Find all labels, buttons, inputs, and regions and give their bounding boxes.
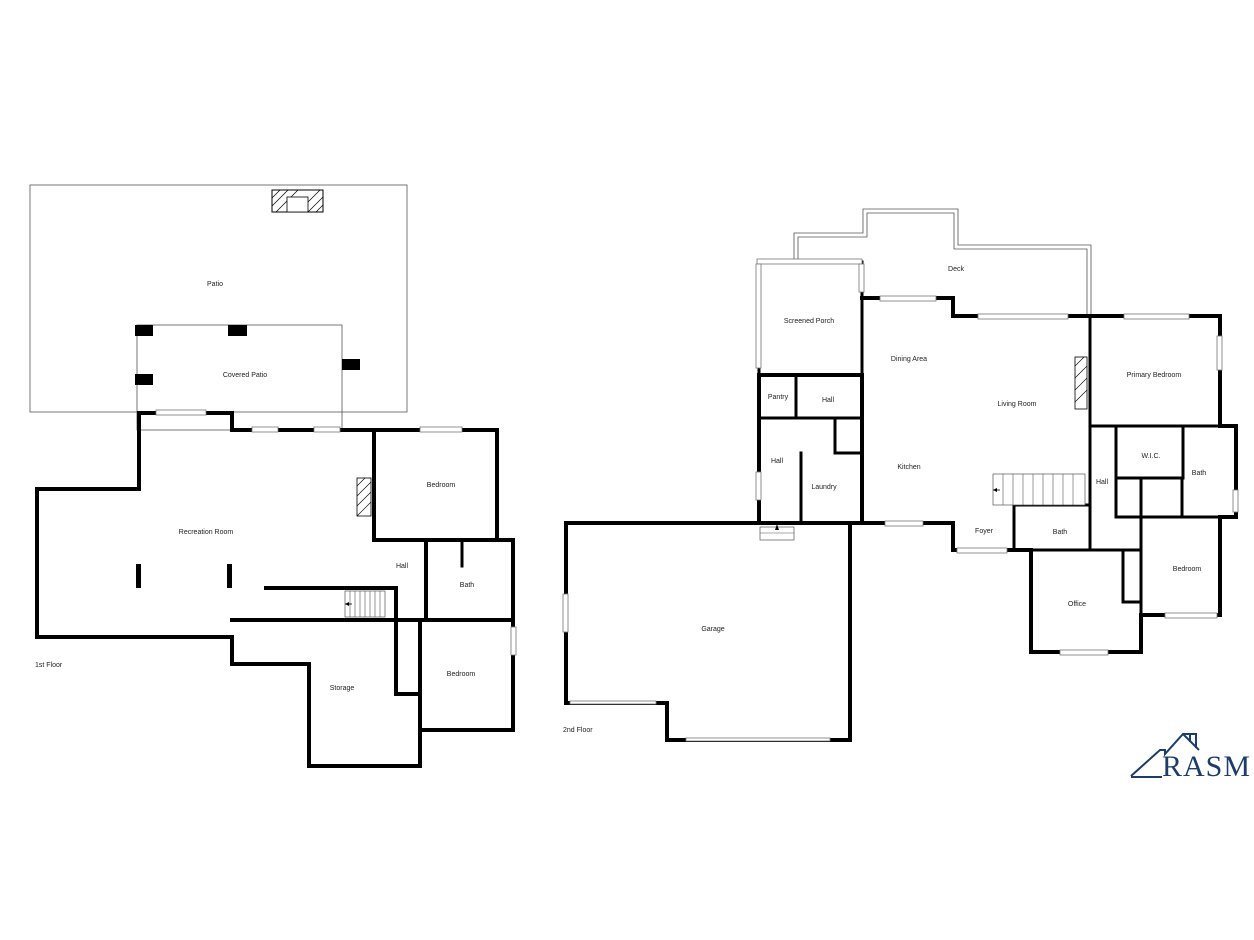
rasm-logo: RASM — [1130, 732, 1251, 783]
room-label-patio: Patio — [207, 281, 223, 288]
window — [313, 426, 341, 433]
entry-steps-icon — [759, 524, 795, 541]
column-post — [135, 325, 153, 336]
column-post — [135, 374, 153, 385]
room-label-bedroom: Bedroom — [427, 482, 456, 489]
window — [884, 520, 924, 527]
support-post — [136, 564, 141, 588]
room-label-foyer: Foyer — [975, 528, 994, 535]
first-floor-interior-wall — [230, 428, 515, 732]
fireplace-icon — [356, 477, 372, 517]
room-label-hall: Hall — [771, 458, 784, 465]
room-label-kitchen: Kitchen — [897, 464, 920, 471]
fire-pit-icon — [271, 189, 324, 213]
window — [755, 471, 762, 501]
window — [1216, 335, 1223, 371]
window — [858, 263, 865, 293]
first-floor-plan: Patio Covered Patio Recreation Room Bedr… — [29, 184, 517, 768]
stairs-icon — [992, 473, 1086, 506]
house-roof-icon — [1130, 732, 1200, 777]
room-label-bath: Bath — [1192, 470, 1207, 477]
window — [510, 626, 517, 656]
window — [251, 426, 279, 433]
room-label-bedroom: Bedroom — [1173, 566, 1202, 573]
window — [562, 593, 569, 633]
first-floor-exterior-wall — [35, 411, 515, 768]
room-label-bedroom: Bedroom — [447, 671, 476, 678]
support-post — [227, 564, 232, 588]
window — [1123, 313, 1190, 320]
room-label-covered-patio: Covered Patio — [223, 372, 267, 379]
window — [419, 426, 463, 433]
window — [879, 295, 937, 302]
room-label-pantry: Pantry — [768, 394, 789, 401]
room-label-deck: Deck — [948, 266, 964, 273]
room-label-laundry: Laundry — [811, 484, 837, 491]
room-label-primary-bedroom: Primary Bedroom — [1127, 372, 1182, 379]
deck-outline — [793, 208, 1092, 318]
logo-text: RASM — [1162, 750, 1251, 783]
garage-wall — [564, 521, 864, 742]
room-label-bath: Bath — [1053, 529, 1068, 536]
window — [956, 547, 1008, 554]
room-label-hall: Hall — [822, 397, 835, 404]
room-label-living-room: Living Room — [998, 401, 1037, 408]
room-label-hall: Hall — [1096, 479, 1109, 486]
room-label-recreation-room: Recreation Room — [179, 529, 234, 536]
fireplace-icon — [1074, 356, 1088, 410]
patio-outline — [29, 184, 408, 413]
room-label-wic: W.I.C. — [1141, 453, 1160, 460]
room-label-office: Office — [1068, 601, 1086, 608]
room-label-hall: Hall — [396, 563, 409, 570]
room-label-screened-porch: Screened Porch — [784, 318, 834, 325]
room-label-garage: Garage — [701, 626, 724, 633]
floor-label-second: 2nd Floor — [563, 727, 593, 734]
garage-door — [685, 737, 831, 742]
window — [1164, 612, 1218, 619]
second-floor-interior-wall — [757, 314, 1222, 617]
column-post — [228, 325, 247, 336]
room-label-storage: Storage — [330, 685, 355, 692]
window — [977, 313, 1069, 320]
column-post — [342, 359, 360, 370]
window — [755, 263, 762, 369]
stairs-icon — [344, 590, 386, 618]
window — [756, 258, 863, 265]
window — [1059, 649, 1109, 656]
room-label-dining-area: Dining Area — [891, 356, 927, 363]
second-floor-plan: Deck Screened Porch Dining Area Living R… — [562, 208, 1239, 742]
window — [1232, 489, 1239, 513]
room-label-bath: Bath — [460, 582, 475, 589]
window — [155, 409, 207, 416]
garage-door — [569, 700, 657, 705]
floor-label-first: 1st Floor — [35, 662, 63, 669]
